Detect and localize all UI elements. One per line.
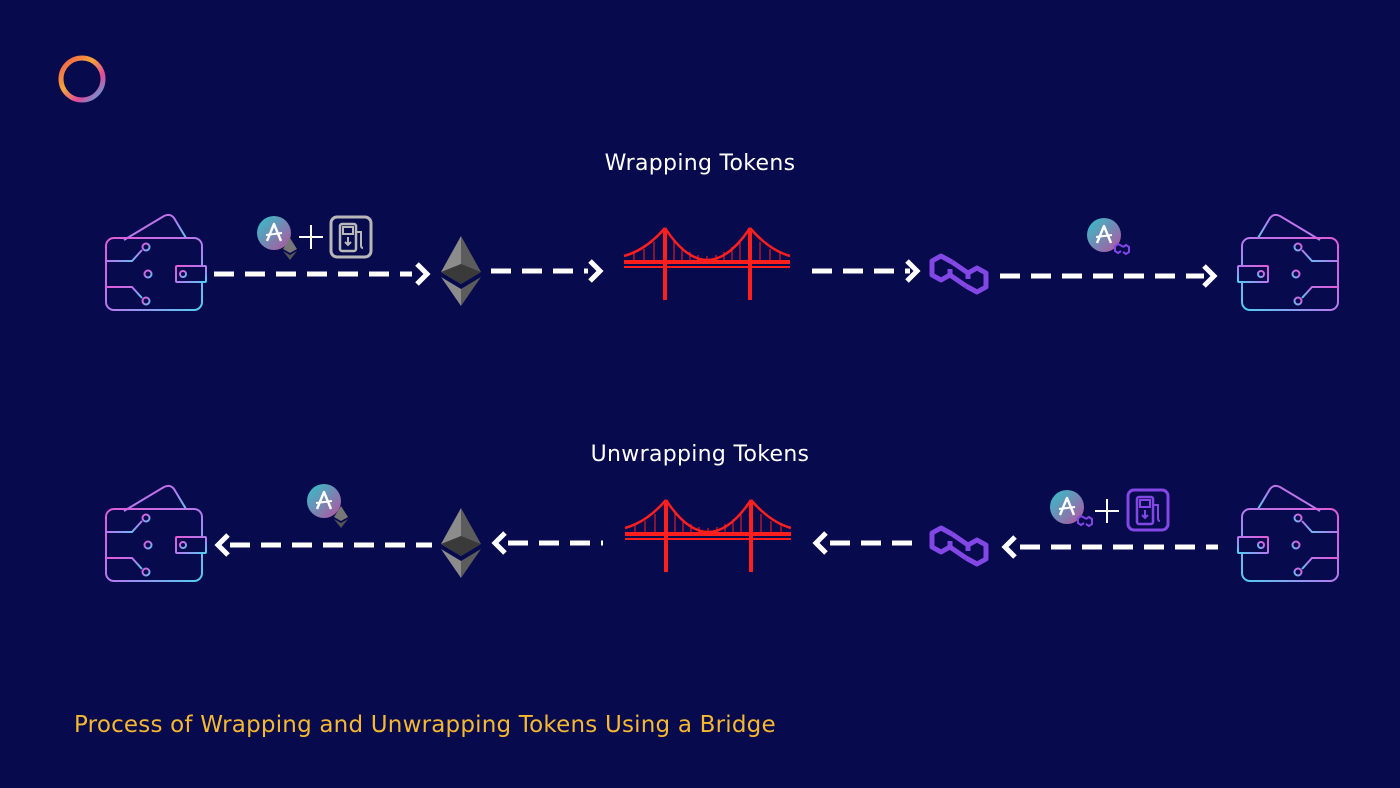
diagram-caption: Process of Wrapping and Unwrapping Token… (74, 712, 776, 738)
unwrap-aave-token-icon (305, 482, 348, 528)
unwrap-source-wallet-icon (1237, 484, 1339, 582)
unwrap-plus-icon (1095, 499, 1119, 523)
wrap-arrow-1 (214, 262, 431, 286)
wrap-source-wallet-icon (105, 213, 207, 311)
wrap-arrow-3 (812, 259, 921, 283)
wrap-aave-polygon-token-icon (1085, 216, 1130, 255)
unwrapping-title: Unwrapping Tokens (590, 442, 810, 467)
wrap-polygon-icon (932, 256, 986, 292)
unwrap-gas-pump-icon (1126, 488, 1170, 532)
unwrap-ethereum-icon (441, 508, 481, 578)
unwrap-destination-wallet-icon (105, 484, 207, 582)
unwrap-bridge-icon (623, 498, 793, 574)
wrap-ethereum-icon (441, 236, 481, 306)
unwrap-arrow-3 (491, 531, 603, 555)
wrap-arrow-2 (491, 259, 604, 283)
wrap-aave-token-icon (255, 214, 297, 260)
ring-logo-icon (58, 55, 106, 103)
unwrap-arrow-2 (812, 531, 923, 555)
unwrap-polygon-icon (932, 528, 986, 564)
unwrap-aave-polygon-token-icon (1048, 488, 1093, 527)
wrap-plus-icon (299, 225, 323, 249)
wrap-destination-wallet-icon (1237, 213, 1339, 311)
wrapping-title: Wrapping Tokens (604, 151, 796, 176)
unwrap-arrow-1 (1001, 535, 1218, 559)
wrap-bridge-icon (622, 226, 792, 302)
wrap-gas-pump-icon (329, 215, 373, 259)
wrap-arrow-4 (1000, 264, 1218, 288)
unwrap-arrow-4 (214, 533, 432, 557)
